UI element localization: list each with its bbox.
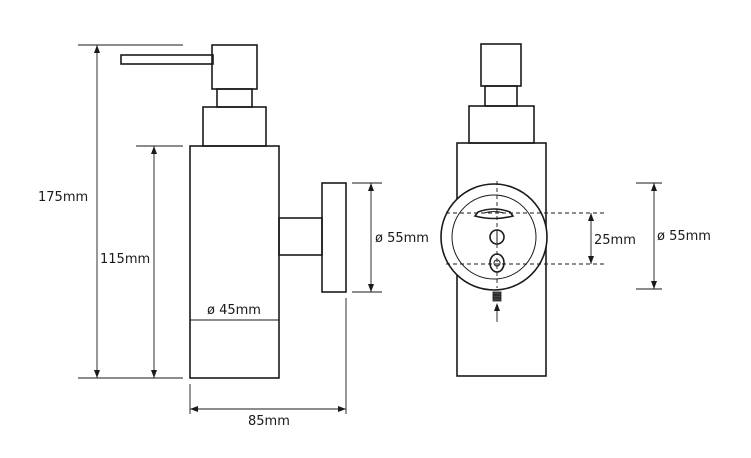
- label-body-diameter: ø 45mm: [207, 303, 261, 318]
- pump-stem-back: [484, 85, 518, 107]
- label-body-height: 115mm: [100, 252, 150, 267]
- label-flange-back: ø 55mm: [657, 229, 711, 244]
- set-screw: [492, 291, 502, 302]
- pump-spout: [120, 54, 214, 65]
- top-slot: [473, 208, 515, 220]
- label-flange-side: ø 55mm: [375, 231, 429, 246]
- pump-stem: [216, 88, 253, 108]
- back-view: [440, 43, 548, 377]
- wall-flange: [321, 182, 347, 293]
- side-view: [120, 44, 347, 379]
- pump-head-back: [480, 43, 522, 87]
- screw-arrow-head: [494, 303, 500, 311]
- dimension-total-height: [94, 45, 100, 378]
- center-lines: [446, 181, 605, 288]
- dimension-body-height: [151, 146, 157, 378]
- label-total-height: 175mm: [38, 190, 88, 205]
- bottle-body: [189, 145, 280, 379]
- label-hole-spacing: 25mm: [594, 233, 636, 248]
- dimension-depth: [190, 406, 346, 412]
- dimension-flange-back: [636, 182, 662, 290]
- flange-inner-circle: [451, 194, 537, 280]
- extension-lines: [78, 44, 382, 414]
- wall-arm: [278, 217, 323, 256]
- dimension-hole-spacing: [588, 213, 594, 264]
- flange-outer-circle: [440, 183, 548, 291]
- label-depth: 85mm: [248, 414, 290, 429]
- collar-back: [468, 105, 535, 144]
- bottle-collar: [202, 106, 267, 147]
- dimension-flange-side: [368, 183, 374, 292]
- pump-head: [211, 44, 258, 90]
